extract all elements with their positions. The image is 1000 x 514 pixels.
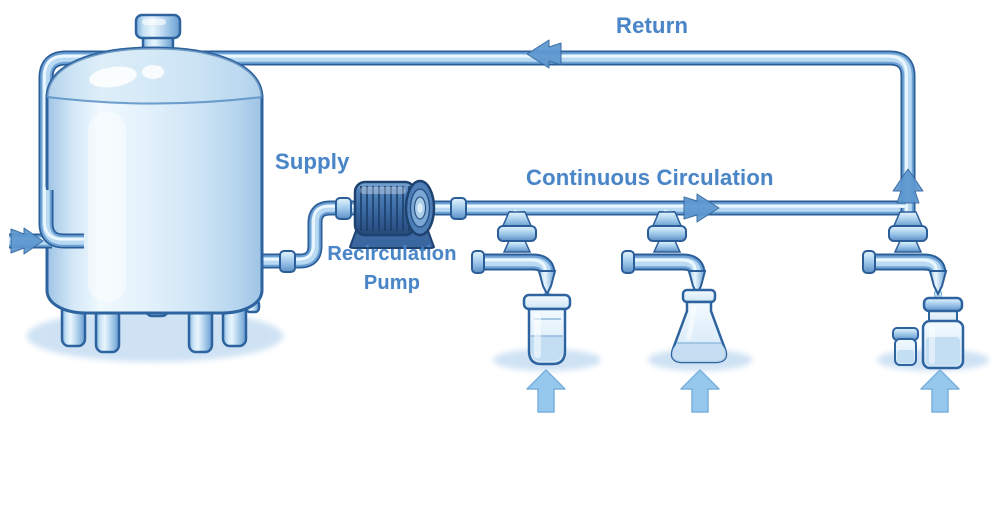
pipe-couplings (279, 197, 467, 273)
faucet-3 (862, 208, 948, 300)
spout-end-cap (471, 250, 485, 274)
small-vial-liquid (897, 350, 914, 363)
faucet-1 (471, 211, 557, 303)
tank-inlet-pipe (9, 188, 84, 255)
fill-arrow-beaker-icon (526, 369, 566, 413)
label-supply: Supply (275, 149, 350, 174)
valve-collar (497, 225, 537, 242)
label-return: Return (616, 13, 689, 38)
tank-seam (46, 96, 263, 105)
pump-end-cap (404, 179, 436, 237)
floor-shadows (27, 310, 989, 371)
tank-body (45, 46, 264, 315)
label-continuous-circulation: Continuous Circulation (526, 165, 774, 190)
tank-shadow (27, 310, 283, 362)
riser-arrow-icon (892, 168, 924, 204)
erlenmeyer-flask (670, 288, 728, 364)
circulation-arrow-icon (683, 193, 720, 223)
spout-end-cap (621, 250, 635, 274)
dome-highlight-2 (142, 65, 164, 79)
nozzle (928, 270, 948, 297)
fill-arrows (526, 369, 960, 413)
lower-flare (893, 240, 923, 253)
valve-collar (888, 225, 928, 242)
recirculation-pump (348, 179, 436, 249)
glass-highlight (686, 306, 697, 340)
large-vial (921, 296, 965, 370)
dome-highlight (89, 66, 137, 88)
large-vial-cap (922, 296, 964, 313)
glass-highlight (534, 313, 541, 358)
lower-flare (502, 240, 532, 253)
beaker (522, 293, 572, 366)
valve-collar (647, 225, 687, 242)
flow-arrows (526, 39, 924, 223)
beaker-rim (522, 293, 572, 311)
vials (892, 296, 965, 370)
flask-liquid (672, 343, 726, 362)
lower-flare (652, 240, 682, 253)
body-highlight (88, 112, 126, 302)
flask-rim (681, 288, 717, 304)
fill-arrow-vials-icon (920, 369, 960, 413)
fill-arrow-flask-icon (680, 369, 720, 413)
storage-tank (45, 13, 264, 354)
small-vial (892, 327, 919, 366)
label-recirculation: Recirculation (327, 243, 457, 265)
glass-highlight (929, 326, 935, 364)
inlet-arrow-icon (10, 227, 44, 255)
label-pump: Pump (363, 272, 421, 294)
faucet-2 (621, 211, 707, 303)
nozzle (537, 270, 557, 297)
return-arrow-icon (526, 39, 562, 69)
label-recirculation-pump: Recirculation Pump (316, 240, 468, 298)
pump-highlight (360, 187, 406, 194)
spout-end-cap (862, 250, 876, 274)
